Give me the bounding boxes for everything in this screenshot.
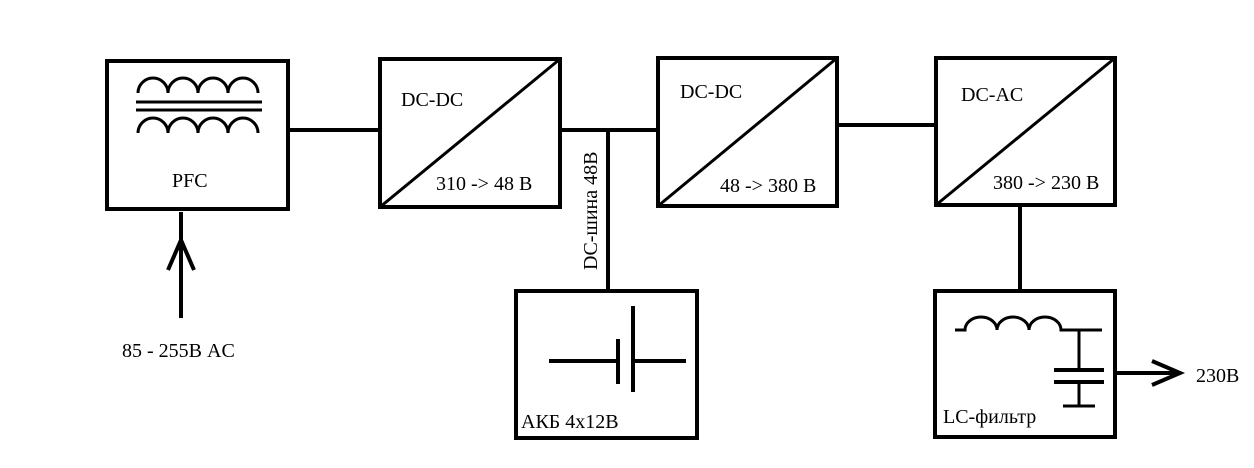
converter-diagonal — [379, 57, 561, 209]
dc-bus-label: DC-шина 48В — [580, 152, 602, 270]
transformer-icon — [136, 76, 262, 134]
dcdc-block-2: DC-DC 48 -> 380 В — [656, 56, 839, 208]
dcdc2-ratio: 48 -> 380 В — [720, 175, 816, 197]
dcdc2-title: DC-DC — [680, 81, 742, 103]
input-voltage-label: 85 - 255В AC — [122, 340, 235, 362]
dcac-ratio: 380 -> 230 В — [993, 172, 1099, 194]
wires — [288, 123, 1022, 291]
dcdc-block-1: DC-DC 310 -> 48 В — [378, 57, 562, 209]
battery-block: АКБ 4x12В — [514, 289, 699, 440]
lc-filter-label: LC-фильтр — [943, 406, 1036, 428]
battery-label: АКБ 4x12В — [521, 411, 619, 433]
converter-diagonal — [657, 56, 838, 208]
dcac-title: DC-AC — [961, 84, 1023, 106]
lc-filter-icon — [955, 315, 1104, 408]
dcac-block: DC-AC 380 -> 230 В — [934, 56, 1117, 207]
input-arrow — [166, 212, 196, 318]
pfc-label: PFC — [172, 170, 208, 192]
output-voltage-label: 230В — [1196, 365, 1239, 387]
output-arrow — [1115, 359, 1186, 387]
dcdc1-ratio: 310 -> 48 В — [436, 173, 532, 195]
battery-icon — [549, 306, 686, 392]
pfc-block: PFC — [105, 59, 290, 211]
lc-filter-block: LC-фильтр — [933, 289, 1117, 439]
dcdc1-title: DC-DC — [401, 89, 463, 111]
converter-diagonal — [935, 56, 1116, 207]
